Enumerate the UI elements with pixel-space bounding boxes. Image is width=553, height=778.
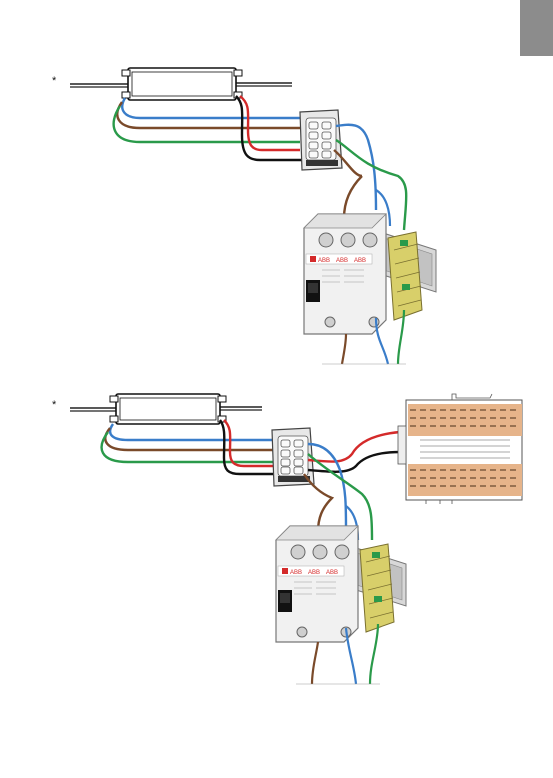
wire-1-brown-down [342,334,346,364]
wire-1-green-psu [114,106,300,142]
wire-2-green-down [370,624,378,684]
terminal-block-1 [388,232,422,320]
diagram-1: * [52,68,436,364]
circuit-breaker-1: ABB ABB ABB [304,214,386,334]
terminal-block-2 [360,544,394,632]
junction-box-1 [300,110,342,170]
heater-panel [398,394,522,504]
wire-1-brown-psu [117,102,300,128]
breaker-1-label-a: ABB [318,258,330,264]
wire-2-green-psu [102,432,274,462]
diagram-1-marker: * [52,75,57,87]
breaker-1-label-b: ABB [336,258,348,264]
circuit-breaker-2: ABB ABB ABB [276,526,358,642]
wire-1-blue-psu [122,98,300,118]
wire-2-red-psu [224,420,274,466]
breaker-2-label-a: ABB [290,570,302,576]
psu-2 [110,394,226,424]
breaker-1-label-c: ABB [354,258,366,264]
breaker-2-label-c: ABB [326,570,338,576]
wire-2-blue-psu [110,424,274,440]
wire-1-brown-breaker [344,176,362,218]
psu-1 [122,68,242,100]
wire-2-brown-down [312,642,318,684]
breaker-2-label-b: ABB [308,570,320,576]
wire-2-blue-down [346,628,356,684]
diagram-2: * [52,394,522,684]
diagram-2-marker: * [52,399,57,411]
